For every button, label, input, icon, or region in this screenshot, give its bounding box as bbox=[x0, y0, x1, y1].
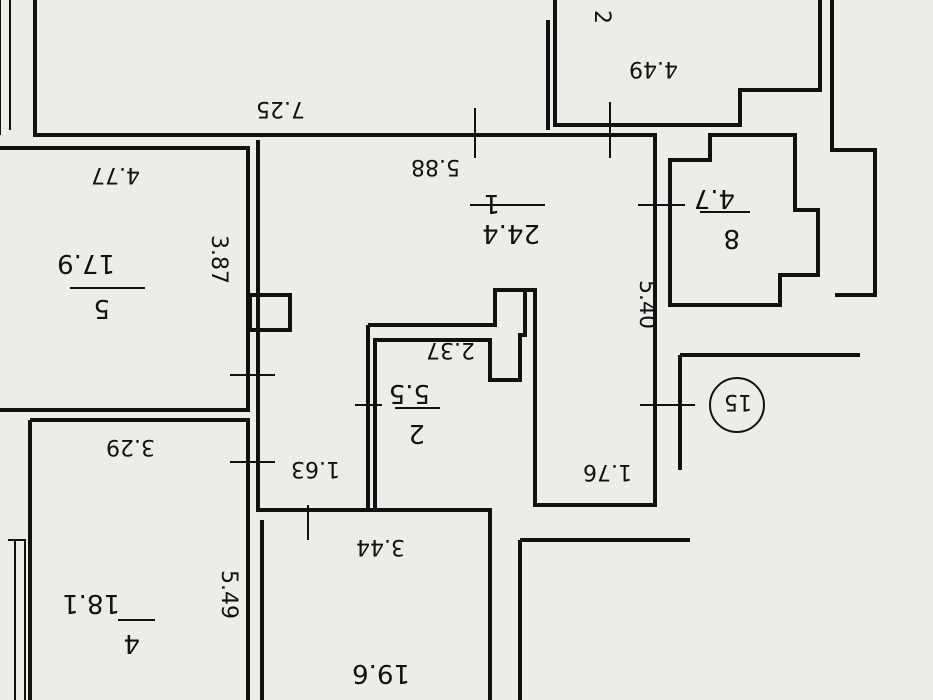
dimension-3-44: 3.44 bbox=[356, 534, 405, 559]
stair-mark: 2 bbox=[589, 10, 614, 24]
room-4-area: 18.1 bbox=[62, 588, 120, 618]
room-8-number: 8 bbox=[723, 223, 740, 253]
room-8-area: 4.7 bbox=[694, 183, 735, 213]
dimension-1-63: 1.63 bbox=[291, 456, 340, 481]
room-4-number: 4 bbox=[123, 628, 140, 658]
room-1-area: 24.4 bbox=[482, 218, 540, 248]
labels: 7.25 4.49 5.88 4.77 3.87 5.40 2.37 3.29 … bbox=[57, 10, 752, 688]
room-5-area: 17.9 bbox=[57, 248, 115, 278]
dimension-4-77: 4.77 bbox=[91, 162, 140, 187]
dimension-5-88: 5.88 bbox=[411, 154, 460, 179]
room-2-area: 5.5 bbox=[389, 378, 430, 408]
circled-label: 15 bbox=[724, 389, 752, 414]
walls bbox=[0, 0, 877, 700]
room-2-number: 2 bbox=[408, 418, 425, 448]
partial-room-area: 19.6 bbox=[352, 658, 410, 688]
dimension-5-40: 5.40 bbox=[634, 280, 659, 329]
dimension-7-25: 7.25 bbox=[256, 96, 305, 121]
circled-marker bbox=[709, 377, 765, 433]
dimension-5-49: 5.49 bbox=[216, 570, 241, 619]
room-5-number: 5 bbox=[93, 293, 110, 323]
dimension-ticks bbox=[230, 102, 695, 540]
dimension-3-87: 3.87 bbox=[206, 235, 231, 284]
dimension-3-29: 3.29 bbox=[106, 434, 155, 459]
dimension-2-37: 2.37 bbox=[426, 337, 475, 362]
dimension-4-49: 4.49 bbox=[629, 56, 678, 81]
dimension-1-76: 1.76 bbox=[583, 459, 632, 484]
room-1-number: 1 bbox=[483, 188, 500, 218]
